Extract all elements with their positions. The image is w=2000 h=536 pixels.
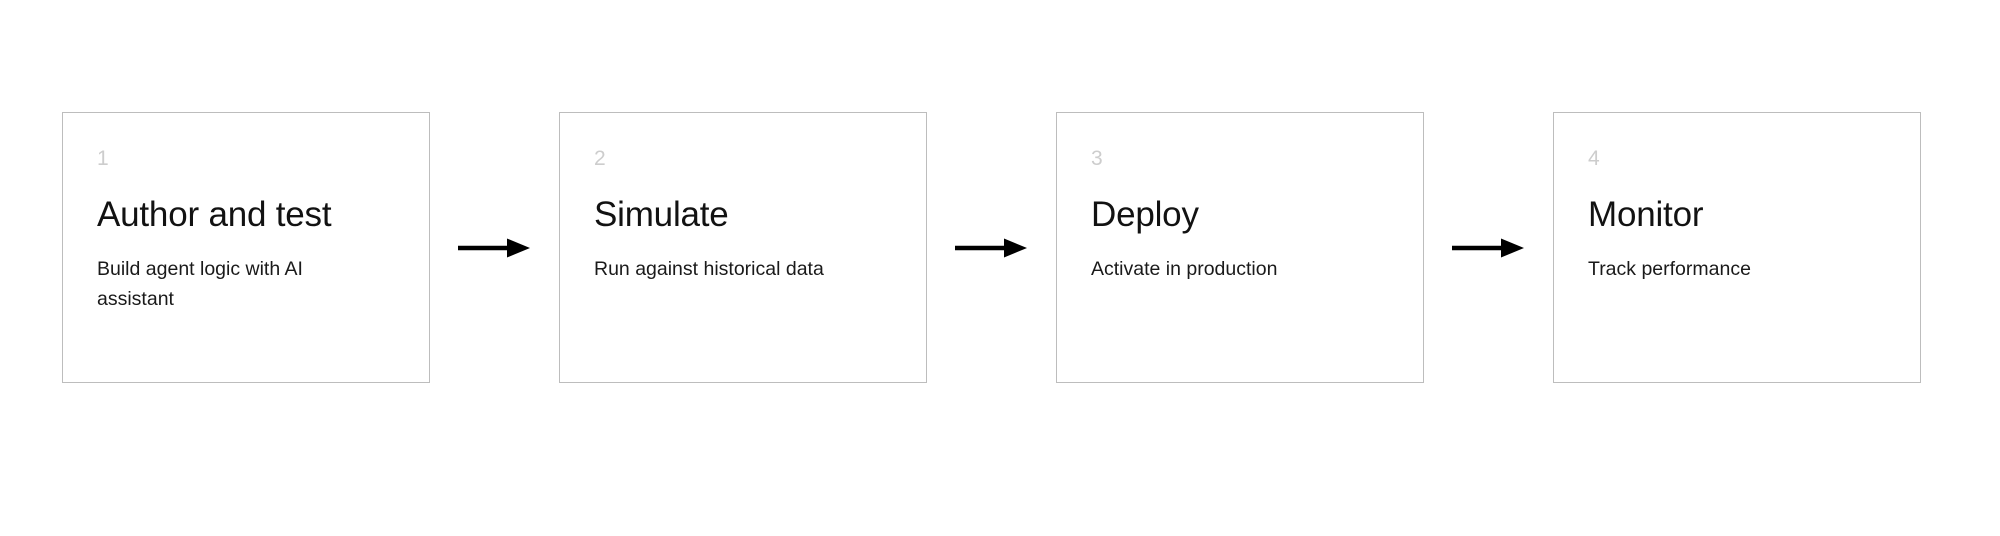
step-description-3: Activate in production: [1091, 258, 1278, 280]
step-title-2: Simulate: [594, 195, 729, 234]
process-step-card-1[interactable]: 1 Author and test Build agent logic with…: [62, 112, 430, 383]
step-number-2: 2: [594, 147, 606, 170]
process-step-card-3[interactable]: 3 Deploy Activate in production: [1056, 112, 1424, 383]
arrow-right-icon: [430, 112, 559, 383]
step-title-4: Monitor: [1588, 195, 1704, 234]
process-step-card-4[interactable]: 4 Monitor Track performance: [1553, 112, 1921, 383]
step-number-4: 4: [1588, 147, 1600, 170]
arrow-right-icon: [927, 112, 1056, 383]
step-title-1: Author and test: [97, 195, 332, 234]
process-steps-row: 1 Author and test Build agent logic with…: [62, 112, 1922, 383]
process-step-card-2[interactable]: 2 Simulate Run against historical data: [559, 112, 927, 383]
step-description-2: Run against historical data: [594, 258, 824, 280]
step-number-1: 1: [97, 147, 109, 170]
step-number-3: 3: [1091, 147, 1103, 170]
step-description-4: Track performance: [1588, 258, 1751, 280]
arrow-right-icon: [1424, 112, 1553, 383]
step-description-1: Build agent logic with AI assistant: [97, 258, 303, 310]
step-title-3: Deploy: [1091, 195, 1199, 234]
